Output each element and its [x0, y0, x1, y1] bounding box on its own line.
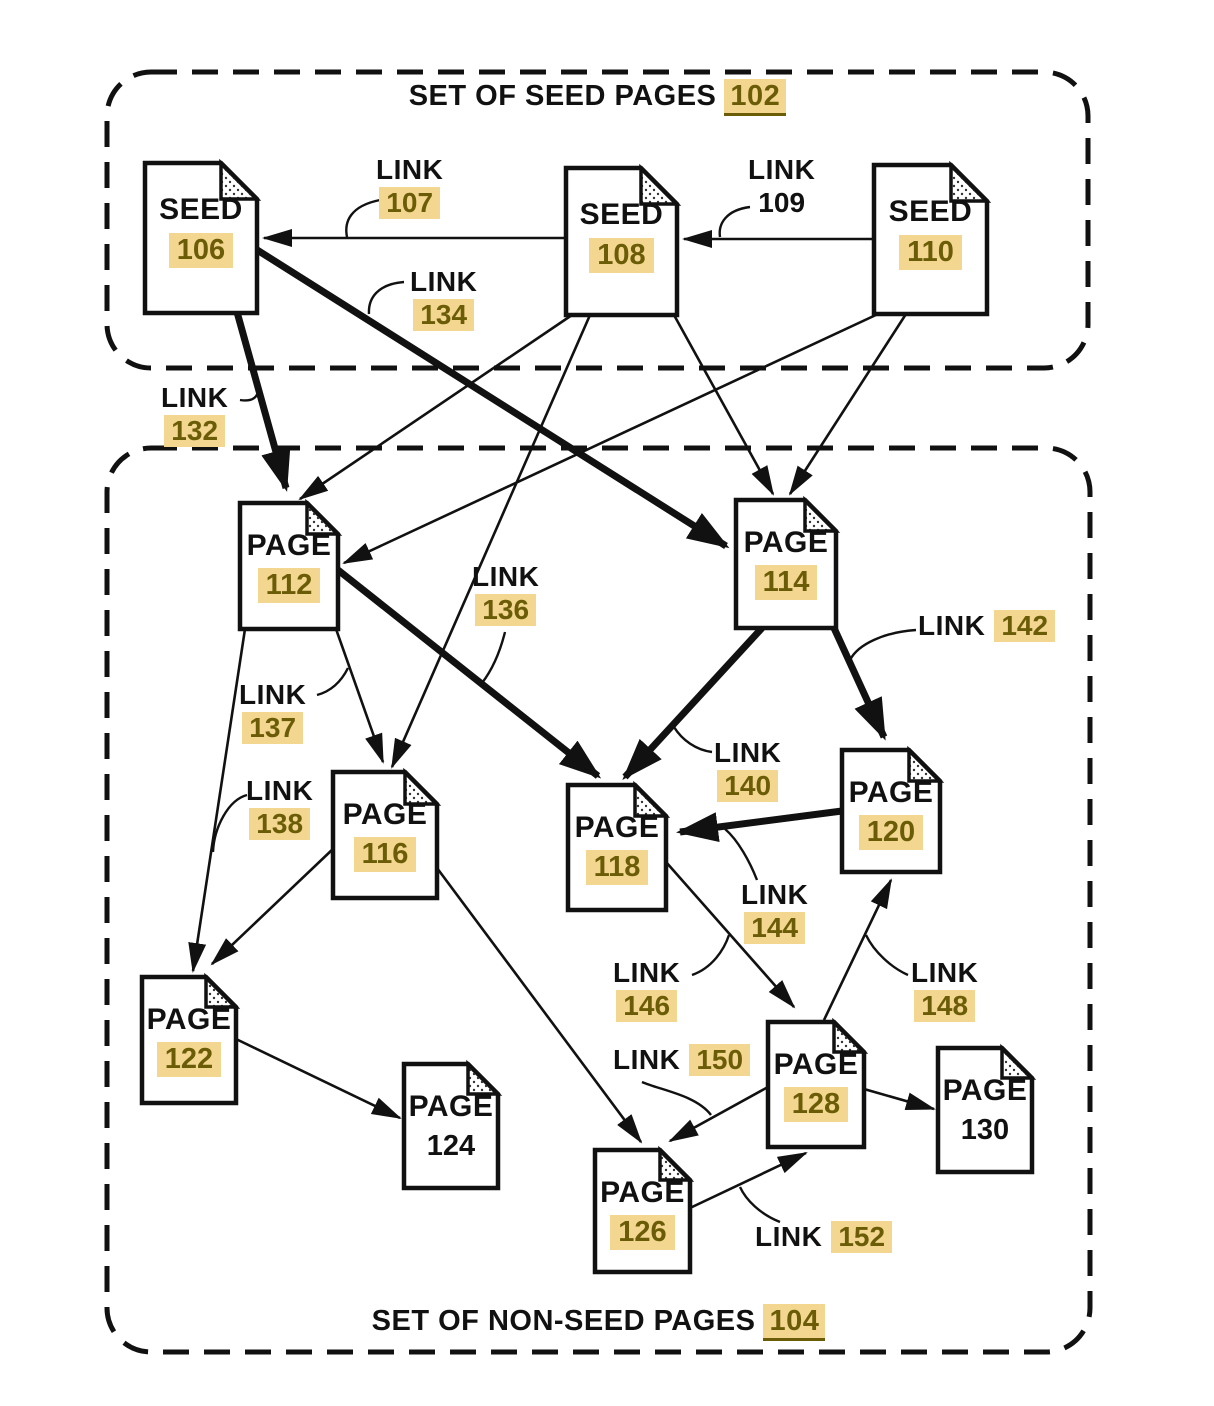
leader-link148 [864, 934, 909, 977]
thick-edges [233, 245, 888, 842]
edge-page128-page120-link148 [822, 878, 893, 1021]
edge-page112-page118-link136 [335, 567, 602, 779]
edge-page112-page116-link137 [334, 628, 385, 764]
seed-pages-box [104, 69, 1091, 371]
leader-link138 [211, 793, 248, 853]
leader-link136 [481, 631, 507, 684]
leader-link150 [641, 1080, 712, 1116]
doc-icons [139, 160, 1035, 1275]
leader-link107 [345, 198, 381, 238]
edge-seed108-page116 [390, 314, 592, 769]
leader-link134 [367, 280, 405, 315]
edge-page122-page124 [235, 1037, 402, 1120]
edge-page126-page128-link152 [689, 1151, 808, 1210]
thin-edges [188, 229, 936, 1210]
edge-page116-page126 [435, 867, 643, 1144]
edge-seed110-page114 [788, 313, 908, 496]
edge-seed110-page112 [342, 312, 879, 565]
edge-page114-page120-link142 [830, 626, 888, 741]
leader-link146 [691, 934, 731, 977]
leader-link144 [724, 828, 759, 881]
leader-link142 [848, 628, 917, 661]
edge-page114-page118-link140 [622, 625, 765, 780]
edge-seed106-page112-link132 [233, 311, 291, 492]
edge-page120-page118-link144 [676, 807, 843, 842]
edge-page112-page122-link138 [188, 628, 247, 973]
label-leaders [211, 198, 917, 1224]
edge-seed106-page114-link134 [252, 245, 730, 549]
leader-link140 [672, 726, 713, 754]
non-seed-pages-box [104, 445, 1093, 1355]
leader-link132 [239, 389, 261, 402]
leader-link152 [738, 1186, 781, 1224]
edge-seed108-page114 [672, 314, 775, 496]
doc-folds [204, 158, 1037, 1182]
edge-page128-page130 [863, 1087, 936, 1111]
leader-link137 [316, 667, 350, 697]
leader-link109 [718, 205, 751, 238]
edge-page118-page128-link146 [665, 861, 796, 1009]
edge-seed108-page112 [298, 313, 573, 501]
edge-page128-page126-link150 [668, 1085, 769, 1143]
edge-page116-page122 [210, 847, 335, 966]
